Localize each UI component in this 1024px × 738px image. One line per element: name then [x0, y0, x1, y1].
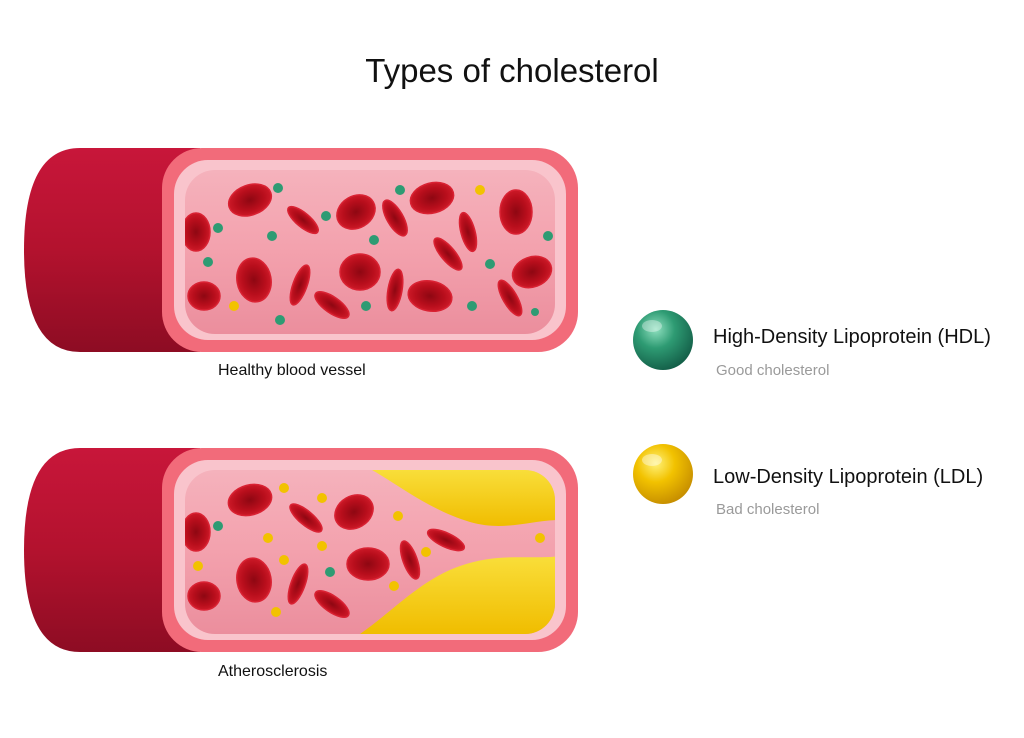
healthy-vessel — [24, 148, 578, 352]
plaque-bottom — [360, 556, 555, 634]
hdl-legend-name: High-Density Lipoprotein (HDL) — [713, 326, 991, 348]
ldl-particles — [193, 483, 545, 617]
vessel-outer-wall — [24, 148, 200, 352]
atherosclerosis-vessel — [24, 448, 578, 652]
red-blood-cells — [185, 181, 553, 319]
hdl-legend-description: Good cholesterol — [716, 362, 830, 379]
vessel-lumen — [185, 170, 555, 334]
hdl-legend-swatch — [633, 310, 693, 370]
vessel-outer-wall — [24, 448, 200, 652]
diagram-title: Types of cholesterol — [365, 52, 659, 89]
ldl-legend-swatch — [633, 444, 693, 504]
ldl-legend-description: Bad cholesterol — [716, 501, 820, 518]
hdl-particles — [203, 183, 553, 325]
ldl-particles — [229, 185, 485, 311]
red-blood-cells — [185, 483, 466, 618]
ldl-legend-name: Low-Density Lipoprotein (LDL) — [713, 466, 984, 488]
atherosclerosis-caption: Atherosclerosis — [218, 663, 328, 680]
healthy-vessel-caption: Healthy blood vessel — [218, 362, 366, 379]
plaque-top — [372, 470, 555, 526]
hdl-particles — [213, 521, 335, 577]
